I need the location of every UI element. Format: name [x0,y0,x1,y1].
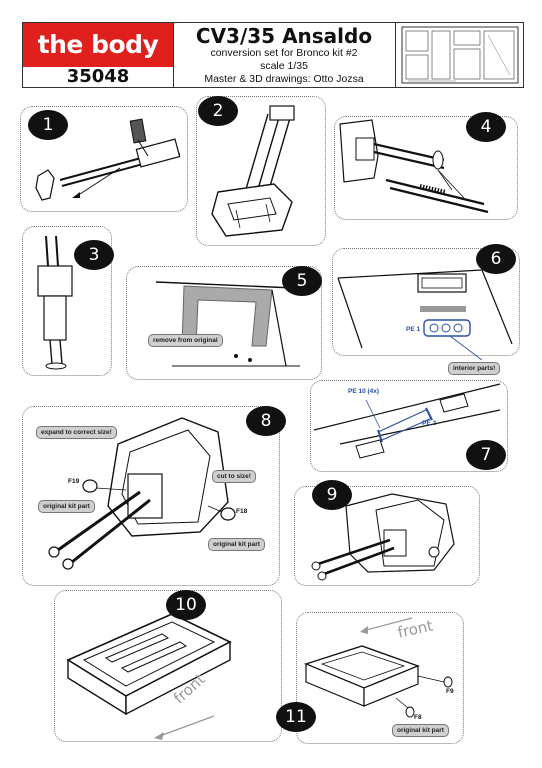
step-4-panel [334,116,518,220]
part-label-pe10: PE 10 (4x) [348,388,380,395]
fret-drawing [401,26,519,84]
step-6-drawing [337,269,513,361]
step-3-panel [22,226,112,376]
step-1-badge: 1 [28,110,68,140]
subtitle-line-2: scale 1/35 [260,60,308,72]
step-6-panel [332,248,520,356]
part-label-f19: F19 [68,478,80,485]
step-8-note-original-b: original kit part [208,538,265,551]
step-11-badge: 11 [276,702,316,732]
subtitle-line-1: conversion set for Bronco kit #2 [210,47,358,59]
step-7-badge: 7 [466,440,506,470]
brand-logo-block: the body 35048 [23,23,174,87]
step-1-drawing [35,118,181,201]
step-3-badge: 3 [74,240,114,270]
part-label-pe2: PE 2 [422,420,437,427]
step-8-callout-cut: cut to size! [212,470,256,483]
step-2-badge: 2 [198,96,238,126]
title-block: CV3/35 Ansaldo conversion set for Bronco… [173,23,395,87]
kit-number: 35048 [66,66,130,87]
step-4-drawing [339,119,489,214]
step-11-note-original: original kit part [392,724,449,737]
photo-etch-fret-thumbnail [395,23,524,87]
part-label-pe1: PE 1 [406,326,421,333]
step-8-panel [22,406,280,586]
step-7-panel [310,380,508,472]
part-label-f18: F18 [236,508,248,515]
subtitle-line-3: Master & 3D drawings: Otto Jozsa [204,73,364,85]
step-9-panel [294,486,480,586]
step-11-drawing [303,617,453,718]
step-8-callout-expand: expand to correct size! [36,426,117,439]
step-6-badge: 6 [476,244,516,274]
step-6-callout-interior: interior parts! [448,362,501,375]
step-7-drawing [313,383,501,459]
step-2-panel [196,96,326,246]
brand-logo: the body [23,23,173,67]
step-3-drawing [37,235,73,370]
step-11-panel [296,612,464,744]
step-10-badge: 10 [166,590,206,620]
instruction-header: the body 35048 CV3/35 Ansaldo conversion… [22,22,524,88]
step-8-drawing [48,417,236,570]
step-10-drawing [66,613,232,740]
step-4-badge: 4 [466,112,506,142]
part-label-f9: F9 [446,688,454,695]
step-5-callout-remove: remove from original [148,334,223,347]
step-9-drawing [311,493,455,581]
step-1-panel [20,106,188,212]
step-2-drawing [211,105,295,237]
step-10-panel [54,590,282,742]
part-label-f8: F8 [414,714,422,721]
step-8-note-original-a: original kit part [38,500,95,513]
step-5-badge: 5 [282,266,322,296]
step-8-badge: 8 [246,406,286,436]
step-5-panel [126,266,322,380]
product-title: CV3/35 Ansaldo [195,24,373,48]
step-9-badge: 9 [312,480,352,510]
